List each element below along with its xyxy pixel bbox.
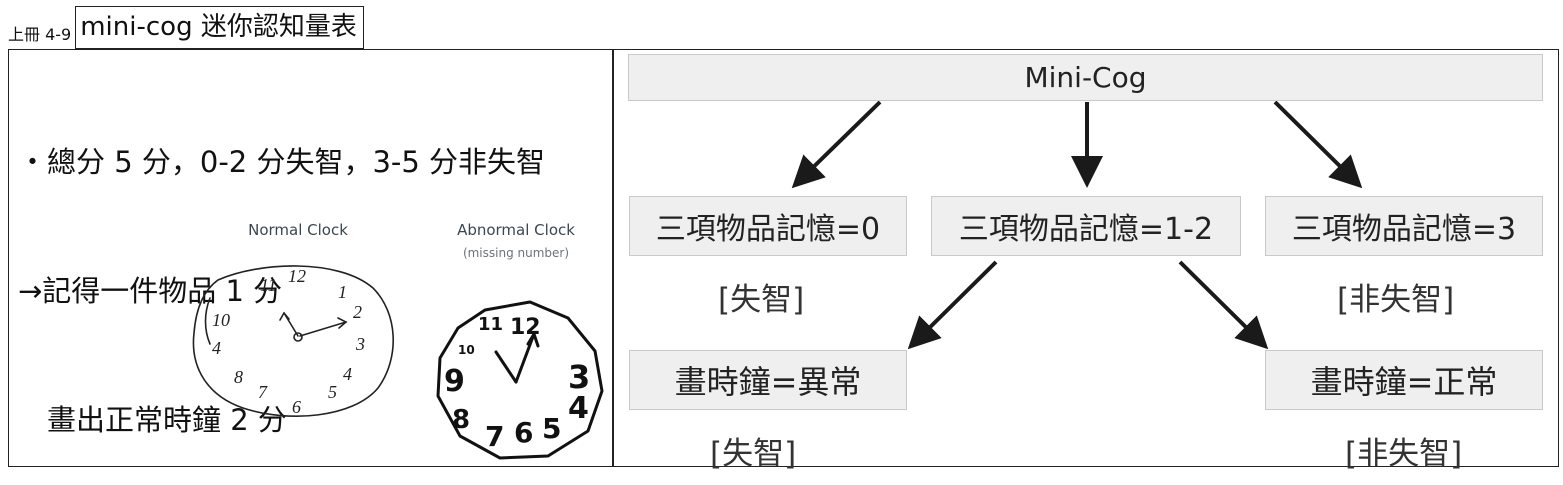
node-recall-1-2: 三項物品記憶=1-2 <box>931 196 1241 256</box>
svg-text:12: 12 <box>288 266 306 286</box>
svg-text:4: 4 <box>343 364 352 384</box>
svg-text:10: 10 <box>212 310 230 330</box>
svg-text:12: 12 <box>510 315 541 340</box>
page-title: mini-cog 迷你認知量表 <box>75 6 364 49</box>
result-dementia-clock: [失智] <box>710 436 797 472</box>
result-no-dementia-clock: [非失智] <box>1345 436 1463 472</box>
svg-text:6: 6 <box>514 416 533 449</box>
node-recall-0: 三項物品記憶=0 <box>629 196 907 256</box>
node-clock-abnormal: 畫時鐘=異常 <box>629 350 907 410</box>
section-prefix: 上冊 4-9 <box>8 25 72 44</box>
node-clock-normal: 畫時鐘=正常 <box>1265 350 1543 410</box>
svg-text:9: 9 <box>444 364 465 399</box>
svg-text:8: 8 <box>234 367 243 387</box>
svg-text:10: 10 <box>458 343 475 357</box>
root-node-mini-cog: Mini-Cog <box>628 54 1543 101</box>
svg-text:7: 7 <box>258 382 268 402</box>
abnormal-clock-label: Abnormal Clock <box>457 221 575 239</box>
header: 上冊 4-9 mini-cog 迷你認知量表 <box>8 5 364 49</box>
scoring-notes: ・總分 5 分，0-2 分失智，3-5 分非失智 →記得一件物品 1 分 畫出正… <box>18 55 545 485</box>
svg-text:4: 4 <box>212 338 221 358</box>
content-frame <box>8 49 1559 467</box>
result-no-dementia-recall3: [非失智] <box>1337 282 1455 318</box>
svg-text:5: 5 <box>542 412 561 445</box>
node-recall-3: 三項物品記憶=3 <box>1265 196 1543 256</box>
scoring-line-clock: 畫出正常時鐘 2 分 <box>18 403 287 437</box>
svg-text:3: 3 <box>568 358 590 396</box>
svg-text:1: 1 <box>338 282 347 302</box>
svg-text:5: 5 <box>328 382 337 402</box>
svg-text:6: 6 <box>292 397 301 417</box>
svg-text:11: 11 <box>260 275 277 295</box>
column-divider <box>612 49 614 467</box>
svg-text:8: 8 <box>452 405 470 435</box>
svg-text:11: 11 <box>478 314 503 335</box>
result-dementia-recall0: [失智] <box>718 282 805 318</box>
svg-text:7: 7 <box>485 420 504 453</box>
scoring-line-total: ・總分 5 分，0-2 分失智，3-5 分非失智 <box>18 145 546 179</box>
abnormal-clock-sublabel: (missing number) <box>462 246 570 260</box>
svg-text:3: 3 <box>355 334 365 354</box>
abnormal-clock-drawing: 11 12 10 9 3 8 7 6 5 4 <box>436 300 604 460</box>
svg-text:2: 2 <box>353 302 362 322</box>
svg-text:4: 4 <box>568 391 589 426</box>
scoring-line-recall: →記得一件物品 1 分 <box>18 274 283 308</box>
flowchart-arrows <box>791 100 1363 350</box>
normal-clock-label: Normal Clock <box>248 221 348 239</box>
